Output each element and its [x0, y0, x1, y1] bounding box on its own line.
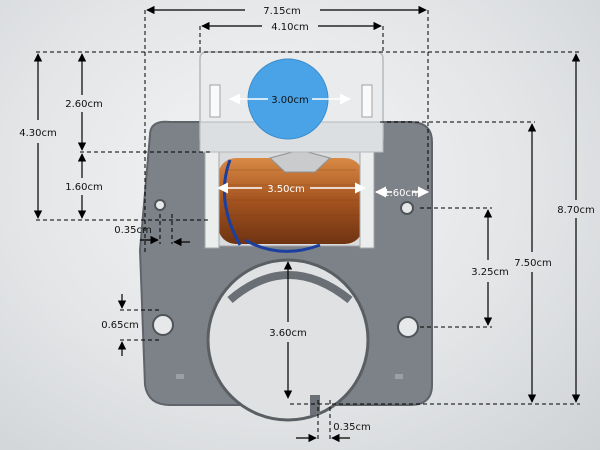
plate-height-label: 7.50cm [514, 258, 552, 269]
bore-hole [206, 258, 370, 422]
extension-lines [36, 10, 580, 440]
overall-width-label: 7.15cm [263, 6, 301, 17]
mount-hole-right [397, 316, 419, 338]
button-diameter-label: 3.00cm [271, 95, 309, 106]
cap-height-label: 2.60cm [65, 99, 103, 110]
dimension-lines [33, 5, 581, 443]
copper-coil [204, 149, 375, 253]
slot-width-label: 0.35cm [114, 225, 152, 236]
bore-diameter-label: 3.60cm [269, 328, 307, 339]
mount-hole-small [154, 199, 166, 211]
coil-height-label: 1.60cm [65, 182, 103, 193]
notch-height-label: 0.65cm [101, 320, 139, 331]
mount-hole-left [152, 314, 174, 336]
mount-hole-top [400, 201, 414, 215]
cap-width-label: 4.10cm [271, 22, 309, 33]
solenoid-cap [199, 51, 384, 153]
coil-width-label: 3.50cm [267, 184, 305, 195]
top-height-label: 4.30cm [19, 128, 57, 139]
total-height-label: 8.70cm [557, 205, 595, 216]
hole-spacing-label: 3.25cm [471, 267, 509, 278]
bottom-slot-label: 0.35cm [333, 422, 371, 433]
side-gap-label: 1.60cm [383, 188, 421, 199]
dimension-labels: 7.15cm 4.10cm 3.00cm 3.50cm 1.60cm 4.30c… [19, 6, 595, 433]
